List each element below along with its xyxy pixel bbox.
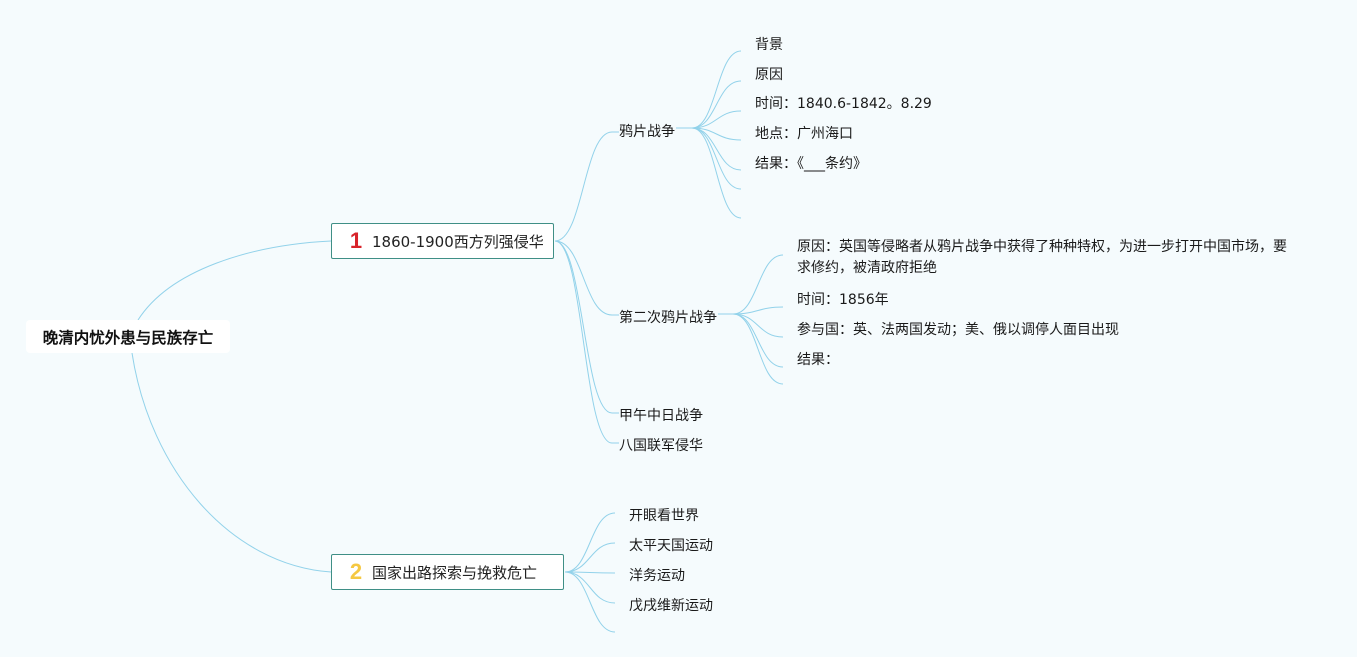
edge-opium-leaf-2 [691,110,742,129]
edge-opium-leaf-1 [691,80,742,129]
main-topic-national-salvation[interactable]: 2 国家出路探索与挽救危亡 [331,554,564,590]
edge-second-opium-leaf-4 [732,313,784,385]
edge-branch-2-sub-1 [564,542,616,573]
subtopic-taiping[interactable]: 太平天国运动 [629,538,713,554]
subtopic-second-opium-war[interactable]: 第二次鸦片战争 [619,310,717,326]
leaf-result[interactable]: 结果：《___条约》 [755,156,867,172]
main-topic-label: 国家出路探索与挽救危亡 [372,563,538,582]
edge-second-opium-leaf-3 [732,313,784,368]
edge-second-opium-leaf-2 [732,313,784,338]
edge-branch-2-sub-2 [564,571,616,574]
edge-opium-leaf-5 [691,127,742,190]
edge-branch-1-sub-0 [554,131,613,242]
leaf-background[interactable]: 背景 [755,37,783,53]
edge-second-opium-leaf-0 [732,254,784,315]
edge-second-opium-leaf-1 [732,306,784,315]
main-topic-label: 1860-1900西方列强侵华 [372,232,544,251]
edge-branch-1-sub-3 [554,240,613,444]
subtopic-sino-japanese-war[interactable]: 甲午中日战争 [619,408,703,424]
leaf-time[interactable]: 时间：1856年 [797,292,889,308]
leaf-location[interactable]: 地点：广州海口 [755,126,853,142]
leaf-cause[interactable]: 原因 [755,67,783,83]
number-two-icon: 2 [349,559,363,584]
leaf-cause[interactable]: 原因：英国等侵略者从鸦片战争中获得了种种特权，为进一步打开中国市场，要求修约，被… [797,239,1287,276]
leaf-participants[interactable]: 参与国：英、法两国发动；美、俄以调停人面目出现 [797,322,1119,338]
subtopic-opium-war[interactable]: 鸦片战争 [619,124,675,140]
leaf-result[interactable]: 结果： [797,352,839,368]
edge-opium-leaf-0 [691,50,742,129]
subtopic-open-eyes[interactable]: 开眼看世界 [629,508,699,524]
subtopic-hundred-days-reform[interactable]: 戊戌维新运动 [629,598,713,614]
subtopic-eight-nation-alliance[interactable]: 八国联军侵华 [619,438,703,454]
edge-root-to-branch-2 [131,352,332,573]
subtopic-self-strengthening[interactable]: 洋务运动 [629,568,685,584]
edge-branch-2-sub-3 [564,571,616,604]
leaf-time[interactable]: 时间：1840.6-1842。8.29 [755,96,932,112]
number-one-icon: 1 [349,228,363,253]
root-topic[interactable]: 晚清内忧外患与民族存亡 [26,320,230,353]
edge-branch-2-sub-4 [564,571,616,633]
edge-root-to-branch-1 [137,240,332,321]
main-topic-foreign-invasion[interactable]: 1 1860-1900西方列强侵华 [331,223,554,259]
edge-branch-1-sub-2 [554,240,613,414]
edge-branch-1-sub-1 [554,240,613,316]
edge-opium-leaf-6 [691,127,742,219]
edge-branch-2-sub-0 [564,512,616,573]
